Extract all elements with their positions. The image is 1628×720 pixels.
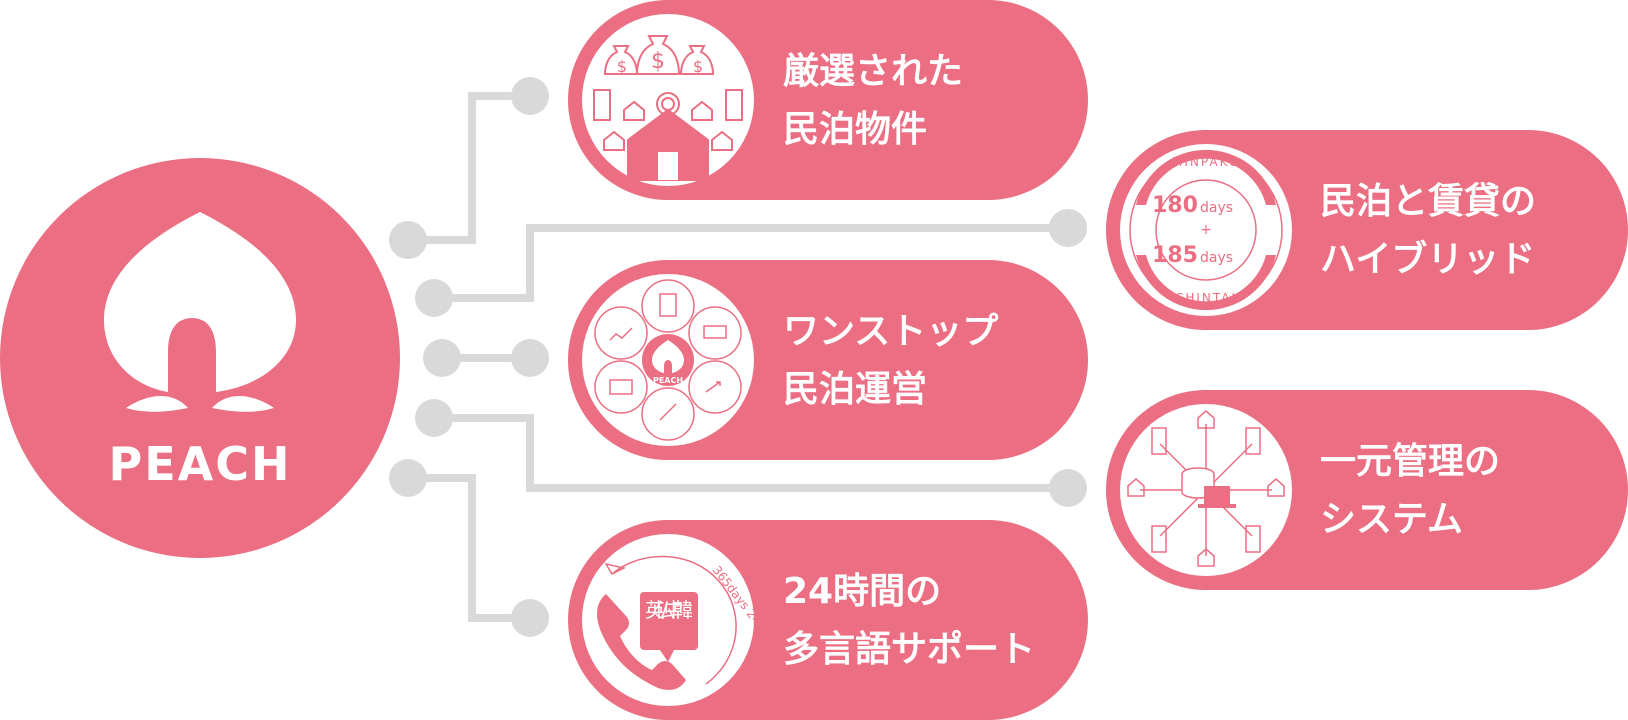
connector-support [402, 474, 530, 622]
feature-support-line2: 多言語サポート [783, 628, 1035, 670]
hybrid-days-b: 185 [1152, 243, 1198, 268]
feature-hybrid-line2: ハイブリッド [1320, 238, 1535, 280]
svg-text:$: $ [617, 57, 627, 76]
connector-system [428, 414, 1068, 492]
feature-selected: $ $ $ 厳選された 民泊物件 [568, 0, 1088, 200]
hybrid-cycle-icon: MINPAKU CHINTAI 180 days + 185 days [1129, 149, 1283, 311]
property-selection-icon: $ $ $ [593, 35, 743, 181]
feature-hybrid-line1: 民泊と賃貸の [1320, 181, 1536, 222]
support-languages: 英仏中韓 [645, 598, 693, 622]
dot-right-hybrid [1049, 209, 1087, 247]
hybrid-unit-b: days [1200, 250, 1233, 266]
feature-system-line1: 一元管理の [1320, 441, 1500, 482]
peach-logo: PEACH [0, 158, 400, 558]
dot-right-onestop [511, 339, 549, 377]
hybrid-unit-a: days [1200, 200, 1233, 216]
hybrid-plus: + [1200, 222, 1212, 238]
hybrid-top-label: MINPAKU [1172, 155, 1240, 169]
feature-onestop: PEACH ワンストップ 民泊運営 [568, 260, 1088, 460]
svg-text:$: $ [651, 49, 665, 74]
feature-system-line2: システム [1320, 499, 1463, 540]
hybrid-days-a: 180 [1152, 193, 1198, 218]
logo-label: PEACH [109, 437, 292, 491]
dot-left-hybrid [415, 279, 453, 317]
onestop-peach-mini-icon [652, 340, 684, 373]
dot-left-selected [389, 221, 427, 259]
feature-onestop-line1: ワンストップ [783, 311, 998, 352]
dot-right-selected [511, 77, 549, 115]
feature-hybrid: MINPAKU CHINTAI 180 days + 185 days 民泊と賃… [1106, 130, 1628, 330]
feature-support-line1: 24時間の [783, 571, 941, 612]
feature-onestop-line2: 民泊運営 [783, 369, 927, 410]
dot-left-support [389, 459, 427, 497]
connector-dots [389, 77, 1087, 637]
svg-text:$: $ [693, 57, 703, 76]
feature-support: 英仏中韓 365days 24hours 24時間の 多言語サポート [568, 520, 1088, 720]
dot-left-onestop [423, 339, 461, 377]
hybrid-bottom-label: CHINTAI [1175, 291, 1237, 305]
icon-circle-hybrid [1120, 144, 1292, 316]
logo-circle [0, 158, 400, 558]
network-system-icon [1127, 410, 1285, 567]
dot-left-system [415, 399, 453, 437]
feature-system: 一元管理の システム [1106, 390, 1628, 590]
dot-right-system [1049, 469, 1087, 507]
connector-hybrid [428, 224, 1068, 302]
connector-selected [402, 92, 530, 244]
dot-right-support [511, 599, 549, 637]
feature-selected-line1: 厳選された [783, 51, 963, 92]
feature-selected-line2: 民泊物件 [783, 109, 927, 150]
onestop-center-label: PEACH [653, 376, 683, 385]
peach-house-icon [104, 212, 296, 412]
